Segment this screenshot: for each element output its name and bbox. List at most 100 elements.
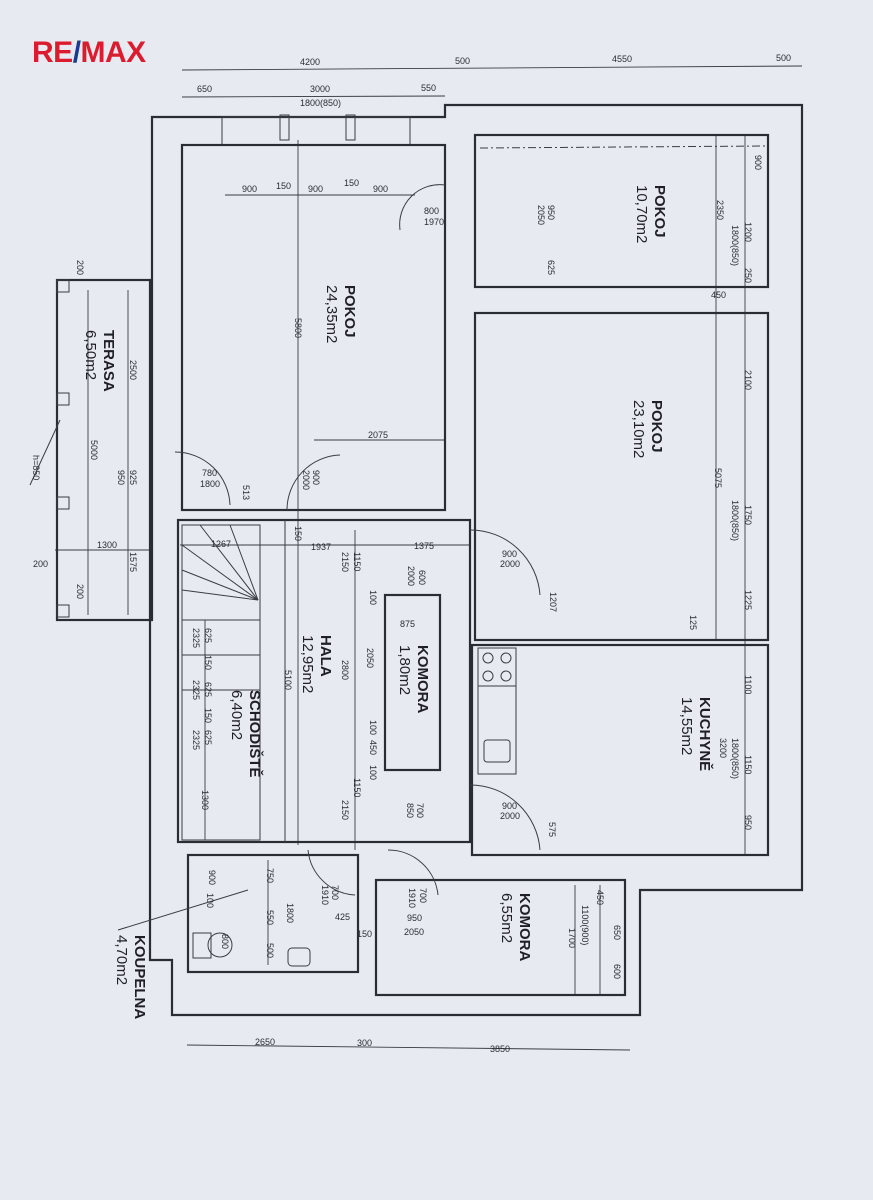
dimension-label: 5075 [713,468,723,488]
room-pokoj-large [180,143,447,512]
toilet-icon [192,932,233,959]
staircase [181,524,261,841]
dimension-label: 2050 [365,648,375,668]
dimension-label: 900 [753,155,763,170]
dimension-label: 2800 [340,660,350,680]
dimension-label: 2325 [191,680,201,700]
dimension-label: 1910 [320,885,330,905]
dimension-label: 1970 [424,217,444,227]
room-label-kuchyne: KUCHYNĚ14,55m2 [678,697,714,771]
dimension-label: 150 [203,708,213,723]
room-labels: POKOJ24,35m2 POKOJ10,70m2 POKOJ23,10m2 K… [82,185,714,1019]
room-label-pokoj-middle: POKOJ23,10m2 [630,400,665,458]
dimension-label: 3200 [718,738,728,758]
room-komora-large [374,878,627,997]
dimension-label: 200 [75,260,85,275]
dimension-label: 2050 [536,205,546,225]
dimension-label: 1300 [200,790,210,810]
dimension-label: 425 [335,912,350,922]
dimension-label: 1100 [743,675,753,694]
dimension-label: 900 [242,184,257,194]
dimension-label: 575 [547,822,557,837]
dimension-label: 2150 [340,800,350,820]
dimension-label: 1937 [311,542,331,552]
dimension-label: 125 [688,615,698,630]
terrace [29,278,152,622]
dimension-label: 1910 [407,888,417,908]
dimension-label: 5800 [293,318,303,338]
dimension-label: 150 [357,929,372,939]
dimension-label: 450 [711,290,726,300]
room-label-terasa: TERASA6,50m2 [82,330,117,392]
dimension-label: 2000 [406,566,416,586]
room-label-komora-large: KOMORA6,55m2 [498,893,533,961]
dimension-label: 450 [595,890,605,905]
dimension-label: 2325 [191,730,201,750]
room-label-koupelna: KOUPELNA4,70m2 [113,935,148,1019]
dimension-label: h=850 [31,455,41,480]
dimension-label: 1800(850) [300,98,341,108]
dimension-label: 750 [265,868,275,883]
dimension-label: 2100 [743,370,753,390]
dimension-label: 2650 [255,1037,275,1047]
dimension-label: 150 [344,178,359,188]
dimension-label: 1800 [285,903,295,923]
dimension-label: 600 [417,570,427,585]
window-top [221,114,411,146]
dimension-label: 2000 [500,811,520,821]
room-label-komora-small: KOMORA1,80m2 [396,645,431,713]
room-label-schodiste: SCHODIŠTĚ6,40m2 [228,690,264,778]
dimension-label: 4550 [612,54,632,64]
dimension-label: 450 [368,740,378,755]
dimension-label: 900 [373,184,388,194]
dimension-label: 550 [421,83,436,93]
dimension-label: 500 [455,56,470,66]
dimension-label: 1575 [128,552,138,572]
dimension-label: 1800(850) [730,738,740,779]
dimension-label: 1750 [743,505,753,525]
dimension-label: 950 [743,815,753,830]
dimension-label: 625 [203,682,213,697]
dimension-label: 875 [400,619,415,629]
dimension-label: 800 [220,934,230,949]
dimension-label: 900 [207,870,217,885]
doors [174,184,541,896]
dimension-label: 950 [116,470,126,485]
dimension-label: 100 [368,720,378,735]
dimension-label: 2350 [715,200,725,220]
dimension-label: 513 [241,485,251,500]
dimension-label: 150 [203,655,213,670]
dimension-label: 200 [75,584,85,599]
dimension-label: 100 [205,893,215,908]
dimension-label: 900 [311,470,321,485]
dimension-label: 1100(900) [580,905,590,945]
dimension-label: 5100 [283,670,293,690]
dimension-label: 1800(850) [730,500,740,541]
room-pokoj-small [473,133,770,289]
room-koupelna [186,853,360,974]
dimension-label: 850 [405,803,415,818]
room-komora-small [383,593,442,772]
dimension-label: 1150 [743,755,753,774]
dimension-label: 1200 [743,222,753,242]
dimension-label: 925 [128,470,138,485]
dimension-label: 1375 [414,541,434,551]
room-label-pokoj-small: POKOJ10,70m2 [633,185,668,243]
dimension-label: 950 [546,205,556,220]
dimension-label: 150 [276,181,291,191]
remax-logo: RE/MAX [32,36,146,69]
dimension-label: 100 [368,590,378,605]
dimension-label: 500 [265,943,275,958]
dimension-label: 780 [202,468,217,478]
dimension-label: 900 [308,184,323,194]
dimension-label: 2325 [191,628,201,648]
dimension-label: 900 [502,549,517,559]
dimension-label: 2150 [340,552,350,572]
dimension-label: 800 [424,206,439,216]
dimension-label: 700 [415,803,425,818]
dimension-lines [55,65,803,1051]
dimension-label: 625 [203,628,213,643]
dimension-label: 900 [502,801,517,811]
dimension-label: 650 [197,84,212,94]
